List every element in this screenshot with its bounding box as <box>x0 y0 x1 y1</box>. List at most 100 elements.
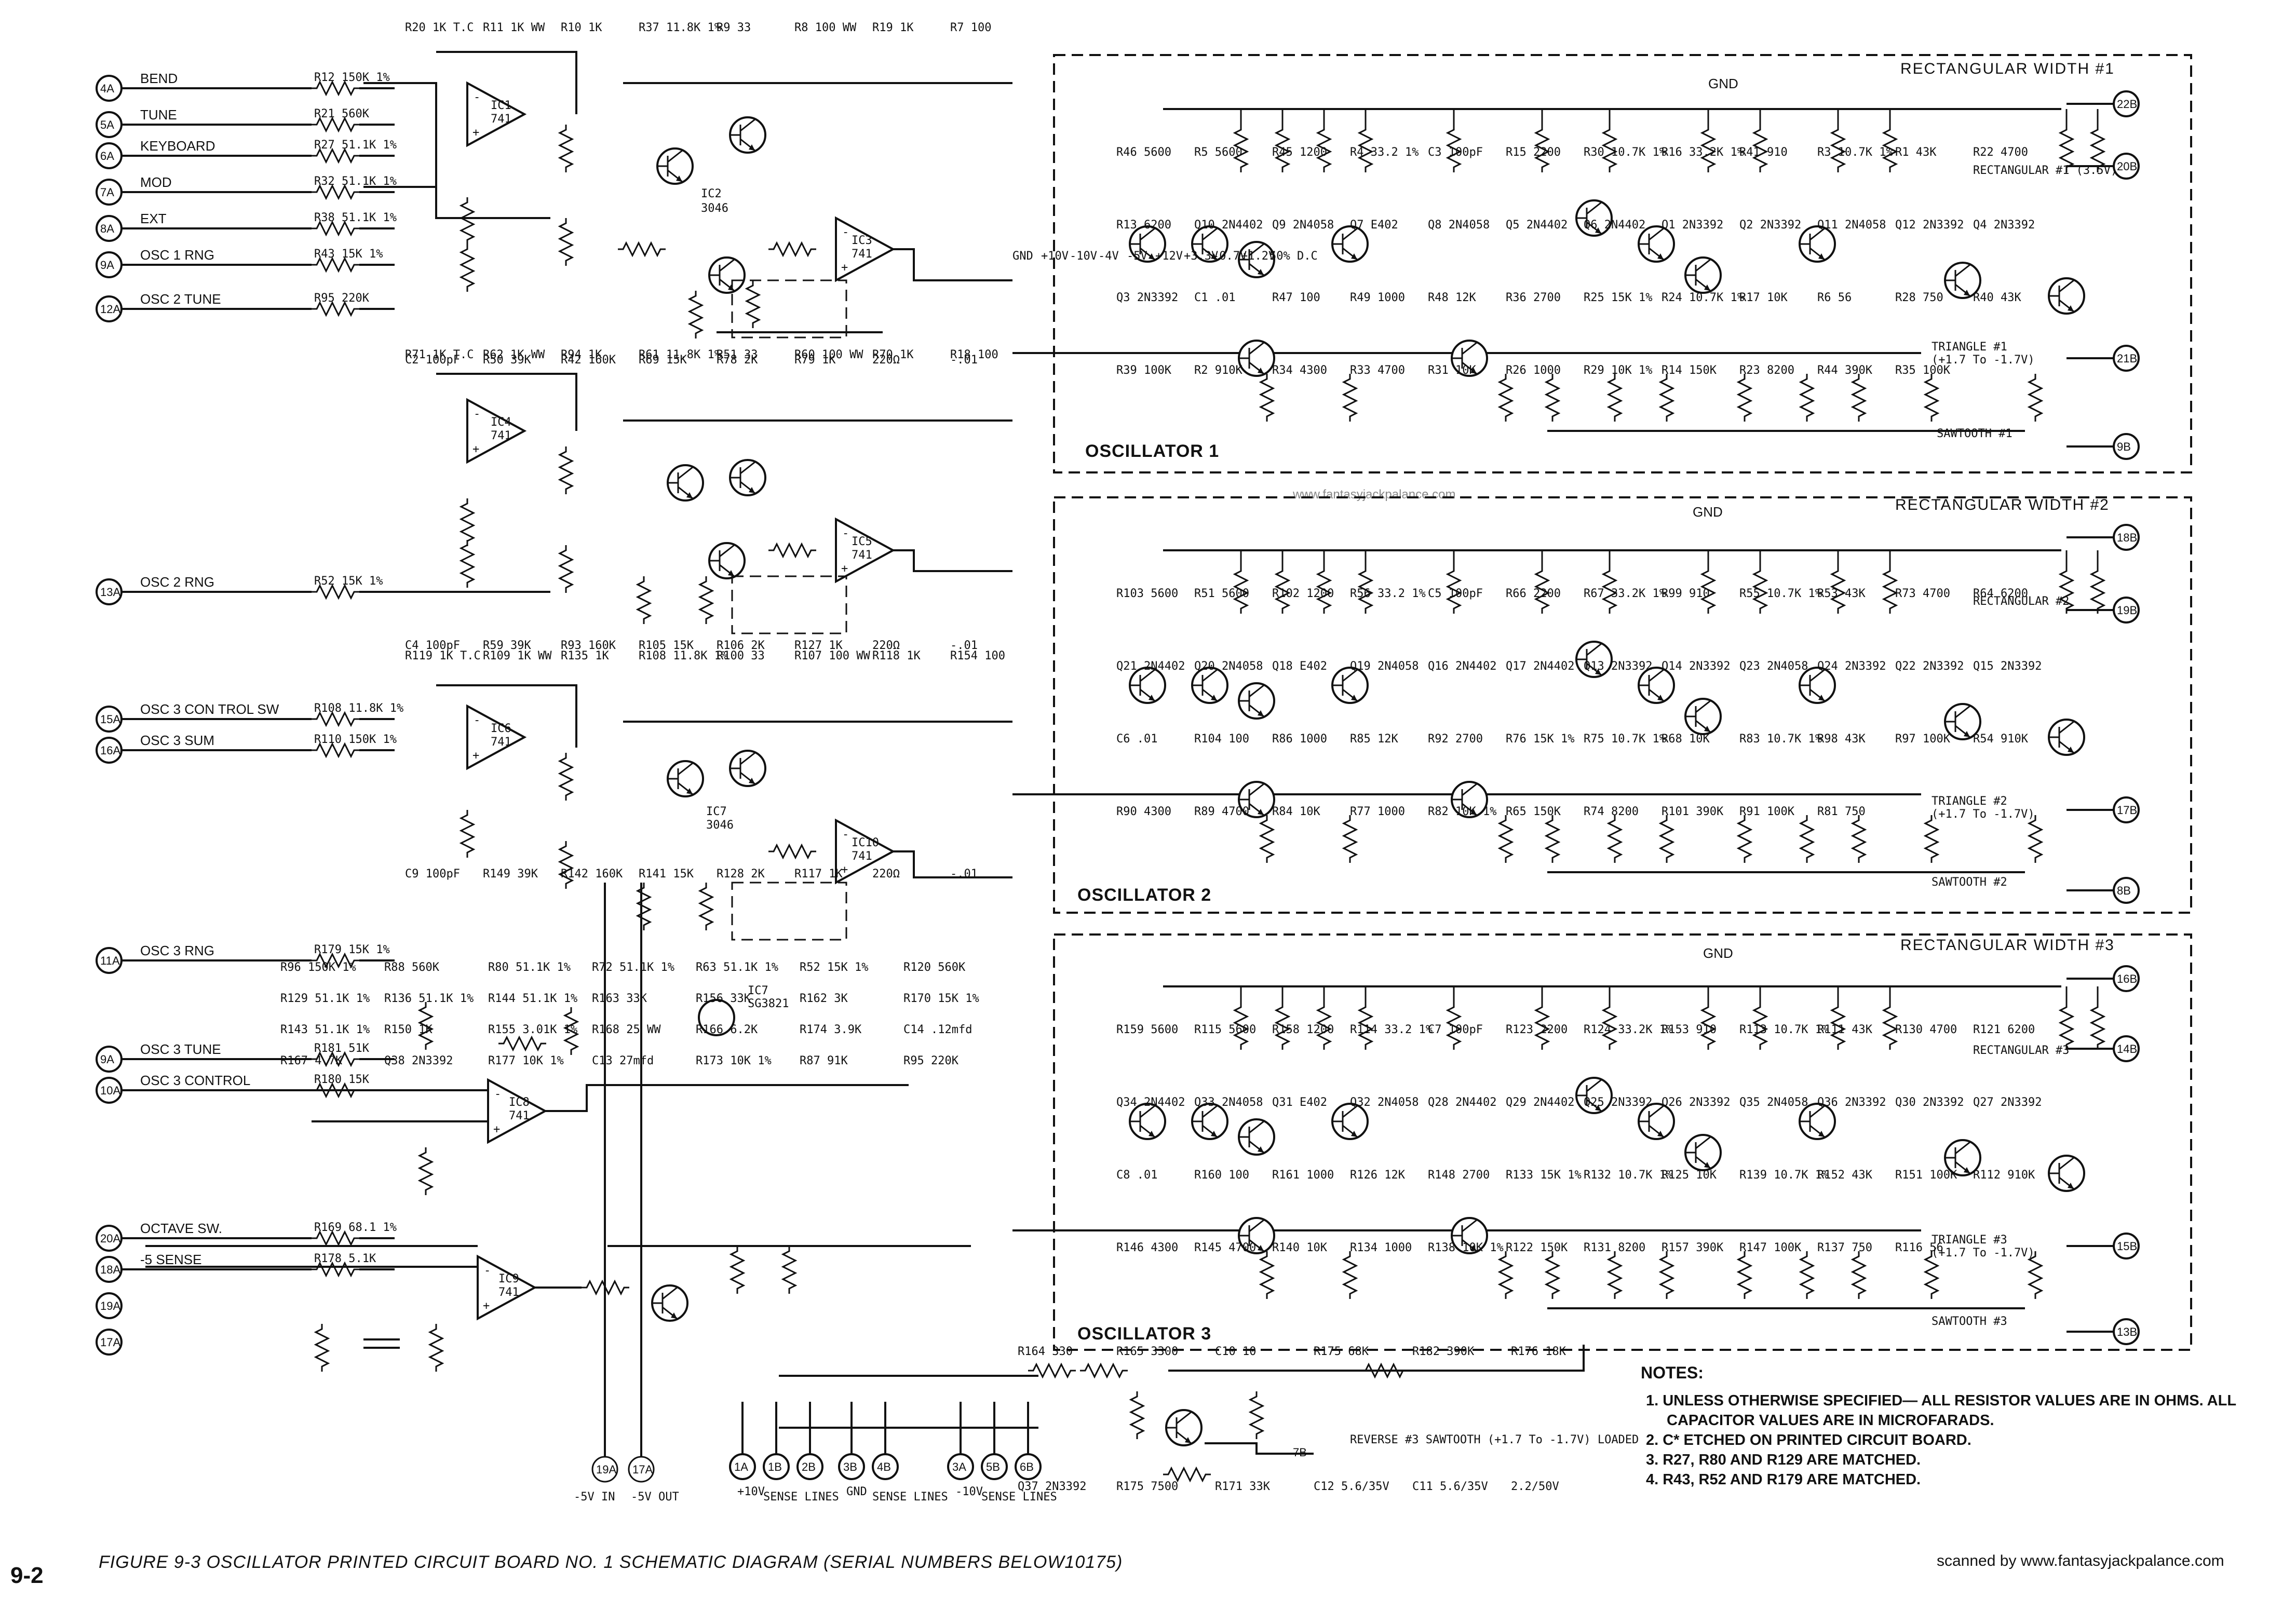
rail-label: -4V <box>1098 250 1119 263</box>
oscillator-3-transistor <box>1799 1103 1836 1140</box>
oscillator-3-part: R124 33.2K 1% <box>1584 1023 1673 1036</box>
oscillator-3-sawtooth-label: SAWTOOTH #3 <box>1932 1315 2007 1328</box>
oscillator-3-part: C7 100pF <box>1428 1023 1483 1036</box>
misc-part: C14 .12mfd <box>903 1023 972 1036</box>
oscillator-3-part: R152 43K <box>1817 1169 1873 1182</box>
oscillator-1-part: R3 10.7K 1% <box>1817 146 1893 159</box>
sense-label: SENSE LINES <box>763 1491 839 1504</box>
oscillator-1-part: Q2 2N3392 <box>1739 219 1801 232</box>
misc-part: Q38 2N3392 <box>384 1054 453 1067</box>
converter-2-part: R106 2K <box>717 639 765 652</box>
oscillator-3-part: Q25 2N3392 <box>1584 1096 1652 1109</box>
converter-3-part: R108 11.8K 1% <box>639 649 728 662</box>
ic2-transistor-e <box>729 459 766 496</box>
exponential-converter-1: IC1 741 IC2 3046 IC3 741 <box>363 51 1012 340</box>
input-pin-number: 5A <box>100 118 114 131</box>
oscillator-1-part: R49 1000 <box>1350 291 1405 304</box>
oscillator-3-transistor <box>1331 1103 1369 1140</box>
oscillator-2-triangle-label: TRIANGLE #2 <box>1932 795 2007 808</box>
oscillator-1-part: R46 5600 <box>1116 146 1171 159</box>
sawtooth-part: C11 5.6/35V <box>1412 1480 1488 1493</box>
oscillator-2-part: Q14 2N3392 <box>1662 660 1730 673</box>
oscillator-3-part: R153 910 <box>1662 1023 1717 1036</box>
oscillator-2-part: R99 910 <box>1662 587 1710 600</box>
reverse-sawtooth-circuit: REVERSE #3 SAWTOOTH (+1.7 To -1.7V) LOAD… <box>779 1345 1639 1482</box>
ic2-label: IC2 <box>701 187 722 200</box>
oscillator-2-transistor <box>1331 667 1369 704</box>
converter-1-part: R8 100 WW <box>794 21 857 34</box>
oscillator-3-part: Q26 2N3392 <box>1662 1096 1730 1109</box>
oscillator-3-part: Q29 2N4402 <box>1506 1096 1574 1109</box>
input-pin-label: MOD <box>140 174 172 190</box>
figure-caption: FIGURE 9-3 OSCILLATOR PRINTED CIRCUIT BO… <box>99 1552 1123 1572</box>
misc-part: R80 51.1K 1% <box>488 961 571 974</box>
oscillator-2-part: Q15 2N3392 <box>1973 660 2042 673</box>
oscillator-3-transistor <box>1238 1118 1275 1156</box>
input-resistor-label: R169 68.1 1% <box>314 1221 397 1234</box>
oscillator-3-part: R126 12K <box>1350 1169 1406 1182</box>
ic6-label: IC6 <box>491 722 511 735</box>
oscillator-1-part: Q11 2N4058 <box>1817 219 1886 232</box>
misc-part: R95 220K <box>903 1054 959 1067</box>
oscillator-2-sawtooth-label: SAWTOOTH #2 <box>1932 876 2007 889</box>
oscillator-3-part: R147 100K <box>1739 1241 1802 1254</box>
oscillator-3-part: R157 390K <box>1662 1241 1724 1254</box>
misc-part: R87 91K <box>800 1054 848 1067</box>
input-pin-number: 16A <box>100 744 120 757</box>
input-pin-label: -5 SENSE <box>140 1252 202 1267</box>
ic1-type: 741 <box>491 113 511 126</box>
input-pin-label: OSC 3 CONTROL <box>140 1073 250 1088</box>
output-pin-number: 18B <box>2117 531 2137 544</box>
oscillator-1-part: R34 4300 <box>1272 364 1327 377</box>
input-pin-label: OSC 2 TUNE <box>140 291 221 307</box>
converter-2-part: R59 39K <box>483 639 531 652</box>
rail-label: -10V <box>1070 250 1097 263</box>
rail-label: +3.3V <box>1184 250 1218 263</box>
sense-label: SENSE LINES <box>981 1491 1057 1504</box>
input-pin-19a: 19A <box>96 1292 123 1319</box>
ic8-type: 741 <box>509 1109 530 1122</box>
output-pin-21b: 21B <box>2067 345 2140 372</box>
oscillator-2-triangle-level: (+1.7 To -1.7V) <box>1932 808 2035 821</box>
ic2-transistor-f <box>708 542 746 579</box>
converter-2-part: R71 1K T.C <box>405 348 474 361</box>
input-pin-number: 18A <box>100 1263 120 1276</box>
rail-label: GND <box>1012 250 1033 263</box>
input-resistor-label: R43 15K 1% <box>314 248 383 261</box>
ic7-transistor-a <box>667 760 704 797</box>
oscillator-2-transistor <box>1238 682 1275 720</box>
sawtooth-part: R175 68K <box>1314 1345 1369 1358</box>
oscillator-2-rect-label: RECTANGULAR #2 <box>1973 595 2069 608</box>
input-pin-label: OSC 2 RNG <box>140 574 214 590</box>
input-resistor-label: R179 15K 1% <box>314 943 390 956</box>
input-pin-label: OSC 3 RNG <box>140 943 214 958</box>
oscillator-1-part: R16 33.2K 1% <box>1662 146 1744 159</box>
ic10-type: 741 <box>852 850 872 863</box>
sawtooth-part: R176 18K <box>1511 1345 1566 1358</box>
converter-1-part: R20 1K T.C <box>405 21 474 34</box>
oscillator-2-part: Q23 2N4058 <box>1739 660 1808 673</box>
exponential-converter-3: IC6 741 IC7 3046 IC10 741 IC7 SG3821 <box>436 684 1012 1036</box>
converter-3-part: R119 1K T.C <box>405 649 481 662</box>
sense-supply: GND <box>846 1485 867 1498</box>
oscillator-2-part: Q22 2N3392 <box>1895 660 1964 673</box>
oscillator-1-part: R47 100 <box>1272 291 1320 304</box>
sense-pin: 5B <box>986 1460 1000 1473</box>
oscillator-3-part: R112 910K <box>1973 1169 2035 1182</box>
output-pin-8b: 8B <box>2067 877 2140 904</box>
converter-1-part: R50 39K <box>483 354 531 367</box>
page-number: 9-2 <box>10 1563 44 1588</box>
oscillator-2-part: R84 10K <box>1272 805 1320 818</box>
oscillator-1-part: R2 910K <box>1194 364 1242 377</box>
oscillator-2-part: R55 10.7K 1% <box>1739 587 1822 600</box>
input-pin-number: 7A <box>100 186 114 199</box>
ic2-transistor-c <box>708 256 746 294</box>
oscillator-1-triangle-label: TRIANGLE #1 <box>1932 341 2007 354</box>
oscillator-1-part: R41 910 <box>1739 146 1788 159</box>
sense-pin: 1B <box>768 1460 782 1473</box>
